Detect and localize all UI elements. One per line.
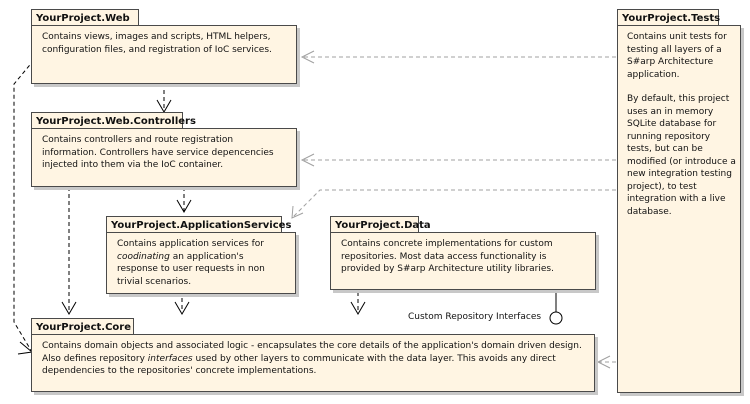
arrowhead-core-from-controllers (61, 301, 77, 315)
package-core[interactable]: YourProject.Core Contains domain objects… (31, 318, 597, 396)
dep-tests-to-appservices (291, 189, 616, 219)
arrowhead-core-from-appservices (174, 301, 190, 315)
package-tests-body: Contains unit tests for testing all laye… (617, 25, 741, 393)
package-controllers-name: YourProject.Web.Controllers (31, 112, 196, 129)
package-app-services-description: Contains application services for coodin… (117, 238, 287, 288)
package-controllers[interactable]: YourProject.Web.Controllers Contains con… (31, 112, 301, 190)
package-web-name: YourProject.Web (31, 9, 139, 26)
interface-circle (549, 311, 563, 325)
package-tests[interactable]: YourProject.Tests Contains unit tests fo… (617, 9, 744, 395)
package-core-description: Contains domain objects and associated l… (42, 340, 586, 378)
core-desc-em: interfaces (147, 353, 193, 364)
package-data-description: Contains concrete implementations for cu… (341, 239, 554, 274)
arrowhead-appservices-from-tests (291, 205, 304, 219)
package-web-description: Contains views, images and scripts, HTML… (42, 32, 272, 55)
core-desc-pre: Contains domain objects and associated l… (42, 341, 582, 364)
arrowhead-core-from-data (350, 301, 366, 315)
arrowhead-web-from-tests (300, 50, 315, 64)
package-core-body: Contains domain objects and associated l… (31, 334, 595, 392)
package-tests-description-1: Contains unit tests for testing all laye… (627, 32, 727, 80)
arrowhead-core-left (17, 341, 34, 355)
package-app-services[interactable]: YourProject.ApplicationServices Contains… (106, 216, 298, 296)
core-desc-post: used by other layers to communicate with… (42, 353, 556, 377)
package-web[interactable]: YourProject.Web Contains views, images a… (31, 9, 301, 87)
package-controllers-body: Contains controllers and route registrat… (31, 128, 297, 187)
package-controllers-description: Contains controllers and route registrat… (42, 135, 274, 170)
package-tests-name: YourProject.Tests (617, 9, 720, 26)
package-web-body: Contains views, images and scripts, HTML… (31, 25, 297, 84)
arrowhead-core-from-tests (596, 355, 611, 369)
arrowhead-appservices (176, 199, 192, 213)
package-data-body: Contains concrete implementations for cu… (330, 232, 596, 290)
app-services-desc-pre: Contains application services for (117, 239, 264, 249)
package-data-name: YourProject.Data (330, 216, 431, 233)
package-app-services-body: Contains application services for coodin… (106, 232, 296, 294)
package-tests-description-2: By default, this project uses an in memo… (627, 94, 736, 217)
paragraph-spacer (627, 81, 736, 93)
dep-web-to-core (13, 59, 35, 353)
package-data[interactable]: YourProject.Data Contains concrete imple… (330, 216, 598, 292)
package-app-services-name: YourProject.ApplicationServices (106, 216, 291, 233)
app-services-desc-post: an application's response to user reques… (117, 251, 265, 287)
custom-repository-interfaces-label: Custom Repository Interfaces (408, 312, 542, 322)
package-core-name: YourProject.Core (31, 318, 134, 335)
arrowhead-controllers-from-tests (300, 153, 315, 167)
app-services-desc-em: coodinating (117, 251, 170, 262)
